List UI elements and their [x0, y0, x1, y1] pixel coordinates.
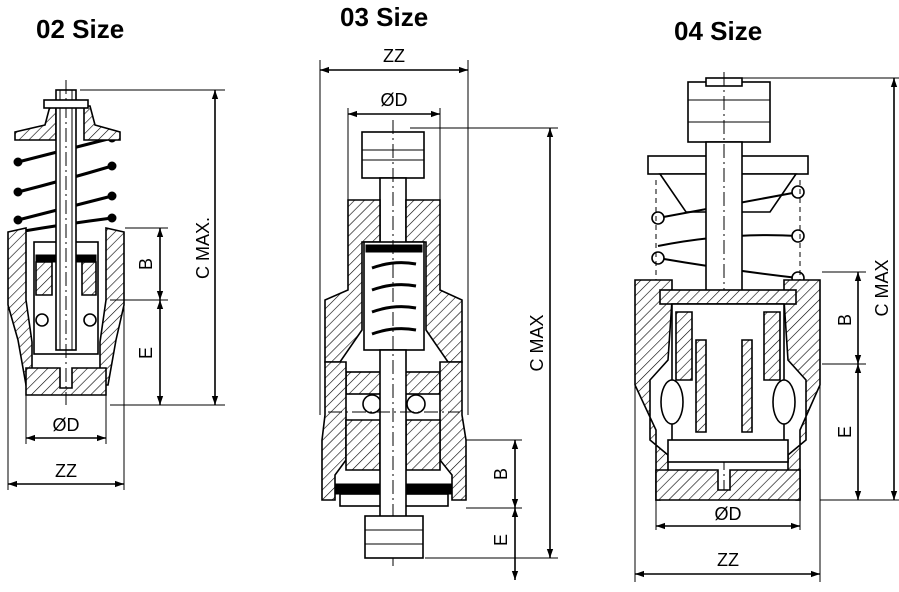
dimension-e-label: E: [835, 426, 855, 438]
dimension-c-label: C MAX: [872, 259, 892, 316]
body-lower-right: [439, 361, 467, 501]
dimension-d-label: ØD: [53, 415, 80, 435]
spring-cap-right: [83, 105, 121, 141]
ball-right: [772, 379, 796, 425]
body-lower-left: [321, 361, 347, 501]
dimension-b-label: B: [491, 468, 511, 480]
seal-plate: [659, 289, 797, 305]
dimension-c-label: C MAX.: [193, 217, 213, 279]
body-base: [655, 469, 801, 501]
diagram-02-size: 02 Size: [7, 14, 225, 490]
spring-cap-left: [14, 105, 57, 141]
diagram-03-size: 03 Size ZZ ØD: [319, 2, 558, 580]
valve-drawing: [321, 120, 467, 570]
ball: [406, 394, 426, 414]
guide-bushing: [695, 339, 753, 433]
dimension-c-label: C MAX: [527, 314, 547, 371]
bottom-plate: [667, 439, 789, 463]
ball-left: [660, 379, 684, 425]
top-stud: [379, 177, 407, 249]
inner-sleeve: [675, 311, 781, 381]
valve-drawing: [7, 80, 125, 405]
stem-nut: [43, 99, 89, 109]
valve-drawing: [634, 72, 821, 501]
ball: [362, 394, 382, 414]
body-left-wall: [7, 227, 33, 386]
spring: [371, 261, 417, 336]
body-right-wall: [99, 227, 125, 386]
dimension-b-label: B: [835, 314, 855, 326]
diagram-04-size: 04 Size: [634, 16, 899, 582]
diagram-title: 04 Size: [674, 16, 762, 46]
dimension-zz-label: ZZ: [55, 461, 77, 481]
dimension-b-label: B: [136, 258, 156, 270]
dimension-zz-label: ZZ: [717, 550, 739, 570]
spring-plate: [365, 244, 423, 253]
body-upper-left: [324, 199, 381, 363]
dimension-e-label: E: [136, 347, 156, 359]
dimension-d-label: ØD: [381, 90, 408, 110]
dimension-zz-label: ZZ: [383, 46, 405, 66]
top-nut: [687, 81, 771, 143]
ball-left: [35, 313, 49, 327]
dimension-e-label: E: [491, 534, 511, 546]
dimension-d-label: ØD: [715, 504, 742, 524]
ball-right: [83, 313, 97, 327]
bottom-nut: [364, 515, 424, 559]
body-base: [25, 367, 107, 396]
diagram-title: 02 Size: [36, 14, 124, 44]
diagram-title: 03 Size: [340, 2, 428, 32]
